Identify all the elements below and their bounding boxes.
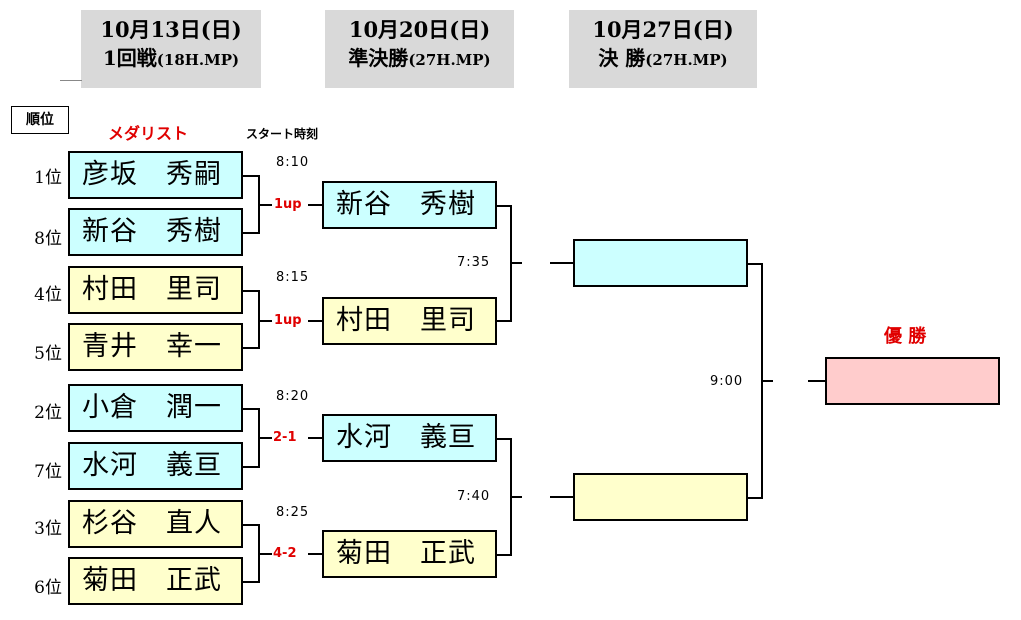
bracket-line bbox=[497, 320, 511, 322]
round-header-3: 10月27日(日) 決 勝(27H.MP) bbox=[569, 10, 757, 88]
player-box: 杉谷 直人 bbox=[68, 500, 243, 548]
rank-label: 2位 bbox=[34, 403, 62, 423]
player-box: 水河 義亘 bbox=[68, 442, 243, 490]
bracket-line bbox=[510, 496, 522, 498]
finalist-box bbox=[573, 473, 748, 521]
start-time-label: スタート時刻 bbox=[246, 127, 319, 141]
player-box: 新谷 秀樹 bbox=[68, 208, 243, 256]
bracket-line bbox=[258, 553, 272, 555]
round-header-2: 10月20日(日) 準決勝(27H.MP) bbox=[325, 10, 514, 88]
bracket-line bbox=[550, 496, 574, 498]
round-name: 1回戦(18H.MP) bbox=[102, 46, 240, 70]
bracket-line bbox=[497, 438, 511, 440]
bracket-line bbox=[243, 232, 259, 234]
champion-box bbox=[825, 357, 1000, 405]
match-score: 1up bbox=[274, 197, 302, 212]
bracket-line bbox=[308, 553, 323, 555]
bracket-line bbox=[308, 437, 323, 439]
rank-label: 8位 bbox=[34, 229, 62, 249]
rank-label: 3位 bbox=[34, 519, 62, 539]
bracket-line bbox=[243, 408, 259, 410]
bracket-line bbox=[497, 554, 511, 556]
semifinal-player-box: 菊田 正武 bbox=[322, 530, 497, 578]
match-score: 4-2 bbox=[273, 546, 297, 561]
bracket-line bbox=[308, 204, 323, 206]
rank-label: 5位 bbox=[34, 344, 62, 364]
bracket-line bbox=[748, 263, 762, 265]
bracket-line bbox=[308, 320, 323, 322]
match-score: 2-1 bbox=[273, 430, 297, 445]
bracket-line bbox=[243, 347, 259, 349]
start-time: 7:40 bbox=[457, 489, 491, 504]
semifinal-player-box: 新谷 秀樹 bbox=[322, 181, 497, 229]
bracket-line bbox=[258, 204, 272, 206]
medalist-label: メダリスト bbox=[108, 124, 189, 143]
bracket-line bbox=[258, 320, 272, 322]
round-name: 準決勝(27H.MP) bbox=[348, 46, 491, 70]
bracket-line bbox=[808, 380, 826, 382]
round-name: 決 勝(27H.MP) bbox=[598, 46, 728, 70]
header-underline bbox=[60, 80, 82, 81]
champion-label: 優 勝 bbox=[884, 326, 927, 347]
round-date: 10月20日(日) bbox=[348, 17, 491, 42]
start-time: 8:10 bbox=[276, 155, 310, 170]
player-box: 村田 里司 bbox=[68, 266, 243, 314]
bracket-line bbox=[748, 497, 762, 499]
player-box: 小倉 潤一 bbox=[68, 384, 243, 432]
bracket-line bbox=[243, 524, 259, 526]
start-time: 8:20 bbox=[276, 389, 310, 404]
start-time: 8:15 bbox=[276, 270, 310, 285]
start-time: 7:35 bbox=[457, 255, 491, 270]
start-time: 9:00 bbox=[710, 374, 744, 389]
player-box: 青井 幸一 bbox=[68, 323, 243, 371]
start-time: 8:25 bbox=[276, 505, 310, 520]
bracket-line bbox=[550, 262, 574, 264]
bracket-line bbox=[243, 175, 259, 177]
match-score: 1up bbox=[274, 313, 302, 328]
player-box: 菊田 正武 bbox=[68, 557, 243, 605]
rank-label: 7位 bbox=[34, 462, 62, 482]
semifinal-player-box: 村田 里司 bbox=[322, 297, 497, 345]
bracket-line bbox=[510, 262, 522, 264]
bracket-line bbox=[258, 290, 260, 349]
round-date: 10月27日(日) bbox=[592, 17, 734, 42]
bracket-line bbox=[243, 581, 259, 583]
bracket-line bbox=[243, 466, 259, 468]
semifinal-player-box: 水河 義亘 bbox=[322, 414, 497, 462]
finalist-box bbox=[573, 239, 748, 287]
round-header-1: 10月13日(日) 1回戦(18H.MP) bbox=[81, 10, 261, 88]
bracket-line bbox=[243, 290, 259, 292]
bracket-line bbox=[497, 205, 511, 207]
rank-header: 順位 bbox=[11, 106, 69, 134]
bracket-line bbox=[761, 380, 773, 382]
rank-label: 4位 bbox=[34, 285, 62, 305]
rank-label: 1位 bbox=[34, 168, 62, 188]
rank-label: 6位 bbox=[34, 578, 62, 598]
player-box: 彦坂 秀嗣 bbox=[68, 151, 243, 199]
bracket-line bbox=[258, 437, 272, 439]
round-date: 10月13日(日) bbox=[100, 17, 242, 42]
